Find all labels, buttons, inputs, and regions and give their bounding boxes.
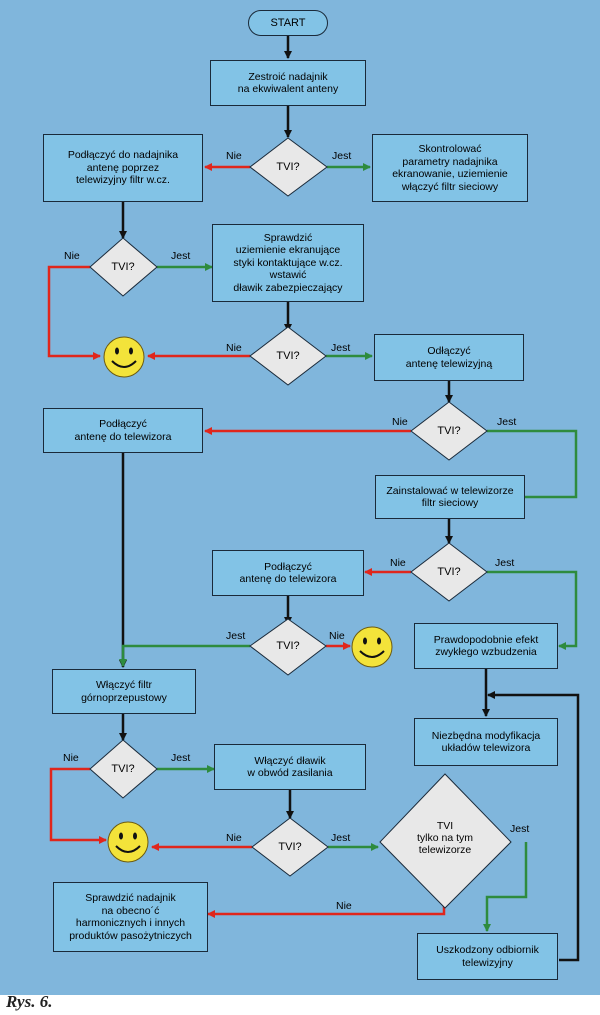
process-box-5: Odłączyć antenę telewizyjną xyxy=(374,334,524,381)
process-box-14: Uszkodzony odbiornik telewizyjny xyxy=(417,933,558,980)
decision-2 xyxy=(89,237,158,297)
process-box-4: Sprawdzić uziemienie ekranujące styki ko… xyxy=(212,224,364,302)
label-no: Nie xyxy=(64,250,80,262)
edge-d5-b9 xyxy=(487,570,578,650)
decision-4-text: TVI? xyxy=(437,425,461,437)
decision-5 xyxy=(410,542,488,602)
process-box-7: Zainstalować w telewizorze filtr sieciow… xyxy=(375,475,525,519)
label-no: Nie xyxy=(392,416,408,428)
label-no: Nie xyxy=(226,342,242,354)
label-yes: Jest xyxy=(331,832,351,844)
label-yes: Jest xyxy=(497,416,517,428)
process-box-11: Niezbędna modyfikacja układów telewizora xyxy=(414,718,558,766)
decision-2-text: TVI? xyxy=(111,261,135,273)
decision-3-text: TVI? xyxy=(276,350,300,362)
decision-7-text: TVI? xyxy=(111,763,135,775)
process-box-9: Prawdopodobnie efekt zwykłego wzbudzenia xyxy=(414,623,558,669)
label-no: Nie xyxy=(63,752,79,764)
label-yes: Jest xyxy=(226,630,246,642)
decision-4 xyxy=(410,401,488,461)
process-box-13: Sprawdzić nadajnik na obecno´ć harmonicz… xyxy=(53,882,208,952)
process-box-1: Zestroić nadajnik na ekwiwalent anteny xyxy=(210,60,366,106)
process-box-10: Włączyć filtr górnoprzepustowy xyxy=(52,669,196,714)
edge-d6-b10 xyxy=(119,644,250,667)
start-terminator: START xyxy=(248,10,328,36)
edge-d7-smiley3 xyxy=(49,767,107,844)
label-yes: Jest xyxy=(510,823,530,835)
decision-8-text: TVI? xyxy=(278,841,302,853)
label-yes: Jest xyxy=(332,150,352,162)
decision-6-text: TVI? xyxy=(276,640,300,652)
label-no: Nie xyxy=(226,832,242,844)
label-no: Nie xyxy=(226,150,242,162)
process-box-3: Skontrolować parametry nadajnika ekranow… xyxy=(372,134,528,202)
label-no: Nie xyxy=(329,630,345,642)
label-yes: Jest xyxy=(331,342,351,354)
label-yes: Jest xyxy=(495,557,515,569)
edge-d9-b14 xyxy=(483,842,528,932)
edge-d9-b13 xyxy=(207,891,446,918)
label-yes: Jest xyxy=(171,250,191,262)
decision-9-text: TVI tylko na tym telewizorze xyxy=(416,820,474,856)
decision-3 xyxy=(249,326,327,386)
decision-1 xyxy=(249,137,328,197)
smiley-icon xyxy=(107,821,149,863)
process-box-12: Włączyć dławik w obwód zasilania xyxy=(214,744,366,790)
figure-caption: Rys. 6. xyxy=(6,992,53,1011)
label-yes: Jest xyxy=(171,752,191,764)
decision-1-text: TVI? xyxy=(276,161,300,173)
decision-7 xyxy=(89,739,158,799)
decision-5-text: TVI? xyxy=(437,566,461,578)
decision-9 xyxy=(379,773,512,909)
edge-d2-smiley1 xyxy=(47,265,101,360)
edge-d4-b7 xyxy=(487,429,578,501)
decision-8 xyxy=(251,817,329,877)
smiley-icon xyxy=(103,336,145,378)
process-box-8: Podłączyć antenę do telewizora xyxy=(212,550,364,596)
process-box-6: Podłączyć antenę do telewizora xyxy=(43,408,203,453)
smiley-icon xyxy=(351,626,393,668)
decision-6 xyxy=(249,618,327,676)
edge-b14-b9 xyxy=(487,691,580,962)
process-box-2: Podłączyć do nadajnika antenę poprzez te… xyxy=(43,134,203,202)
label-no: Nie xyxy=(390,557,406,569)
label-no: Nie xyxy=(336,900,352,912)
